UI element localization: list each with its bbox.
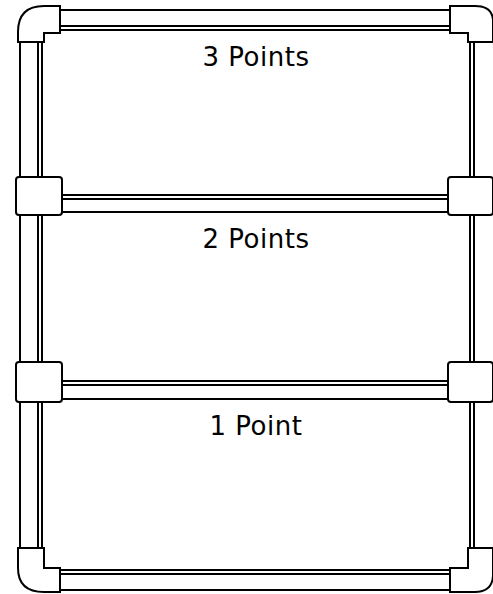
score-panel: 3 Points	[44, 32, 468, 193]
score-panel: 2 Points	[44, 214, 468, 379]
panel-label: 3 Points	[203, 42, 310, 72]
panel-label: 2 Points	[203, 224, 310, 254]
score-panel: 1 Point	[44, 401, 468, 568]
panel-label: 1 Point	[210, 411, 303, 441]
